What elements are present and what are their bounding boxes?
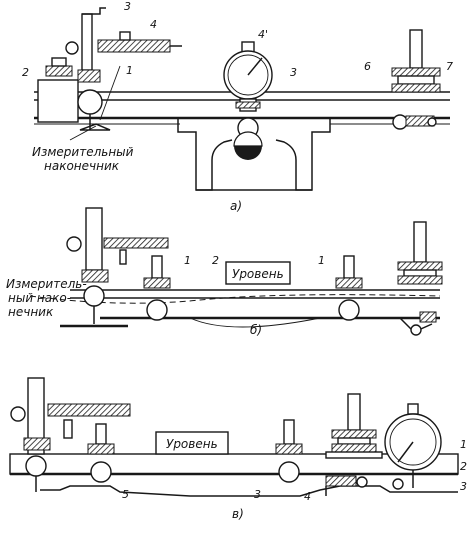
callout-1-c: 1	[460, 438, 467, 451]
left-instrument-c	[10, 377, 131, 492]
tip-label-a-line2: наконечник	[44, 159, 120, 173]
callout-3-a: 3	[124, 0, 131, 13]
callout-2-a: 2	[22, 66, 29, 79]
caption-a: а)	[230, 199, 242, 213]
tip-label-a-line1: Измерительный	[32, 145, 134, 159]
diagram-b: Уровень 1 2 1 Измеритель- ный нако- нечн…	[6, 207, 443, 337]
callout-3b-a: 3	[290, 66, 297, 79]
diagram-c: Уровень 5 3 4 1	[9, 377, 467, 521]
level-label-b: Уровень	[232, 267, 284, 281]
callout-2-b: 2	[212, 254, 219, 267]
callout-3-c-left: 3	[254, 488, 261, 501]
left-instrument-b	[60, 207, 169, 328]
caption-c: в)	[232, 507, 244, 521]
callout-5-c: 5	[122, 488, 129, 501]
callout-1-b-left: 1	[184, 254, 191, 267]
support-block-a	[177, 118, 331, 191]
callout-1-a: 1	[126, 64, 133, 77]
callout-2-c: 2	[460, 460, 467, 473]
callout-7-a: 7	[446, 60, 453, 73]
dial-indicator-a	[223, 41, 273, 160]
diagram-a: 2 1 3 4 4' 3 6 7 Измерительный наконечни…	[22, 0, 453, 213]
callout-4prime-a: 4'	[258, 28, 268, 41]
right-weight-a	[391, 29, 441, 130]
stand-1-b-left	[143, 255, 171, 321]
level-box-b: Уровень	[225, 261, 291, 285]
under-clamp-c	[325, 475, 368, 496]
stand-1-b-right	[335, 255, 363, 321]
caption-b: б)	[250, 323, 262, 337]
tip-label-b-line3: нечник	[8, 305, 54, 319]
left-instrument-a	[37, 7, 182, 131]
callout-3-c-right: 3	[460, 480, 467, 493]
bed-rail-c	[9, 453, 459, 497]
level-box-c: Уровень	[155, 431, 229, 455]
weight-stack-c	[325, 393, 383, 459]
stand-5-c	[87, 423, 115, 483]
right-weight-b	[397, 221, 443, 336]
tip-label-b-line2: ный нако-	[8, 291, 71, 305]
tip-label-b-line1: Измеритель-	[6, 277, 87, 291]
callout-1-b-right: 1	[318, 254, 325, 267]
level-label-c: Уровень	[166, 437, 218, 451]
stand-3-c	[275, 419, 303, 483]
callout-4-c: 4	[304, 490, 311, 503]
callout-4-a: 4	[150, 18, 157, 31]
callout-6-a: 6	[364, 60, 371, 73]
dial-indicator-c	[384, 403, 442, 490]
